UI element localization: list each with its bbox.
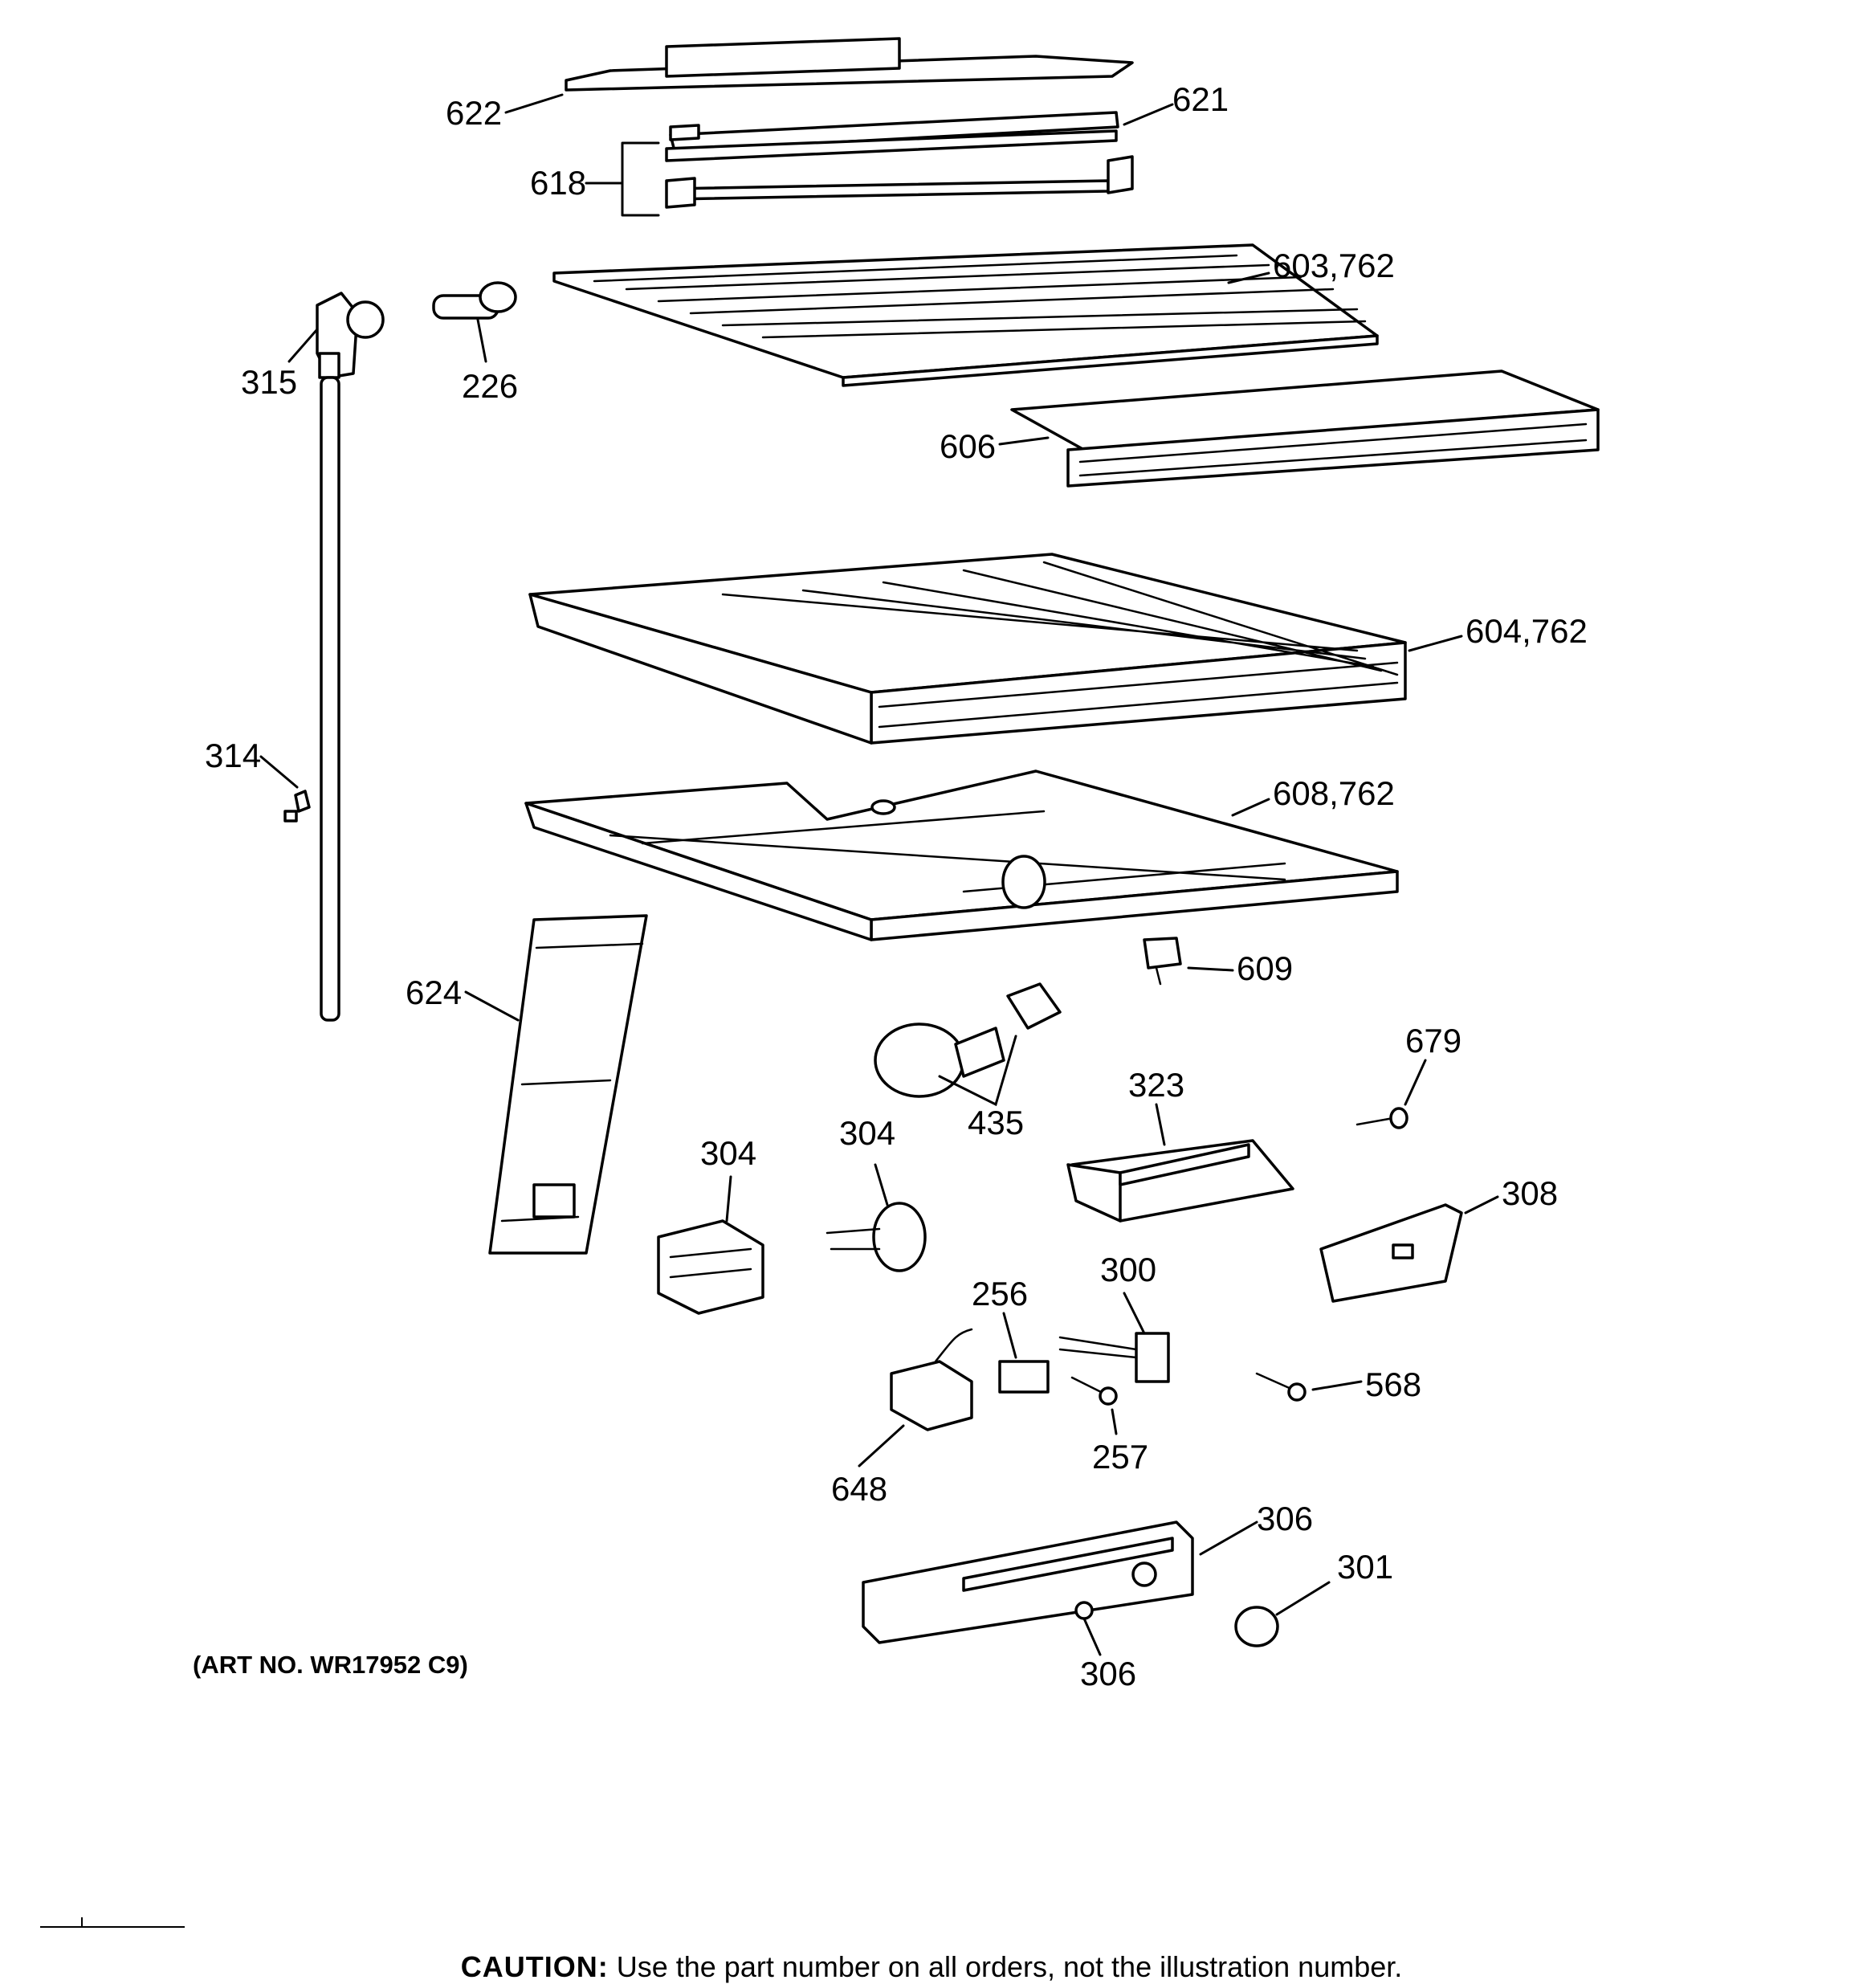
- caution-note: CAUTION: Use the part number on all orde…: [0, 1950, 1863, 1984]
- callout-609: 609: [1237, 949, 1293, 987]
- part-315-bracket: [316, 292, 385, 379]
- part-314-clip: [283, 790, 311, 823]
- callout-256: 256: [972, 1275, 1028, 1312]
- part-435-bulb: [874, 1023, 1005, 1098]
- leader-lines: [259, 93, 1499, 1656]
- caution-label: CAUTION:: [460, 1950, 609, 1983]
- part-304-housing: [657, 1219, 764, 1315]
- callout-603: 603,762: [1273, 247, 1395, 284]
- part-609-clip: [1143, 937, 1182, 986]
- callout-314: 314: [205, 737, 261, 774]
- callout-608: 608,762: [1273, 774, 1395, 812]
- part-603-shelf: [552, 243, 1379, 387]
- part-608-pan: [524, 769, 1399, 941]
- part-618-rail: [665, 129, 1134, 209]
- part-648-motor: [890, 1328, 973, 1431]
- callout-624: 624: [406, 974, 462, 1011]
- part-622-cover: [565, 37, 1134, 92]
- callout-435: 435: [968, 1104, 1024, 1141]
- callout-300: 300: [1100, 1251, 1156, 1288]
- callout-606: 606: [940, 427, 996, 465]
- art-number: (ART NO. WR17952 C9): [193, 1651, 468, 1679]
- part-679-screw: [1355, 1107, 1408, 1129]
- callout-308: 308: [1502, 1174, 1558, 1212]
- caution-text: Use the part number on all orders, not t…: [616, 1950, 1403, 1983]
- part-606-cover: [1010, 369, 1600, 488]
- part-624-duct: [488, 914, 648, 1255]
- part-314-tube: [320, 376, 340, 1022]
- callout-304-left: 304: [700, 1134, 756, 1172]
- part-304-knob: [826, 1202, 927, 1272]
- callout-618: 618: [530, 164, 586, 202]
- part-257-screw: [1070, 1376, 1118, 1406]
- part-308-plate: [1319, 1203, 1463, 1303]
- callout-568: 568: [1365, 1365, 1421, 1403]
- callout-257: 257: [1092, 1438, 1148, 1476]
- callout-679: 679: [1405, 1022, 1461, 1059]
- part-226-socket: [432, 281, 517, 320]
- part-604-frame: [528, 553, 1407, 745]
- callout-301: 301: [1337, 1548, 1393, 1586]
- part-301-knob: [1234, 1606, 1279, 1647]
- callout-622: 622: [446, 94, 502, 132]
- callout-315: 315: [241, 363, 297, 401]
- callout-304-right: 304: [839, 1114, 895, 1152]
- part-568-screw: [1255, 1372, 1307, 1402]
- part-435-socket: [1006, 982, 1062, 1030]
- part-256-switch: [998, 1360, 1050, 1394]
- callout-306-top: 306: [1257, 1500, 1313, 1537]
- scale-mark: [40, 1917, 185, 1928]
- callout-226: 226: [462, 367, 518, 405]
- callout-604: 604,762: [1466, 612, 1588, 650]
- part-306-housing: [862, 1521, 1194, 1644]
- part-323-bracket: [1066, 1139, 1294, 1223]
- callout-306-bottom: 306: [1080, 1655, 1136, 1692]
- part-300-switch: [1058, 1332, 1170, 1383]
- callout-323: 323: [1128, 1066, 1184, 1104]
- callout-621: 621: [1172, 80, 1229, 118]
- callout-648: 648: [831, 1470, 887, 1508]
- part-621-bar: [669, 111, 1119, 153]
